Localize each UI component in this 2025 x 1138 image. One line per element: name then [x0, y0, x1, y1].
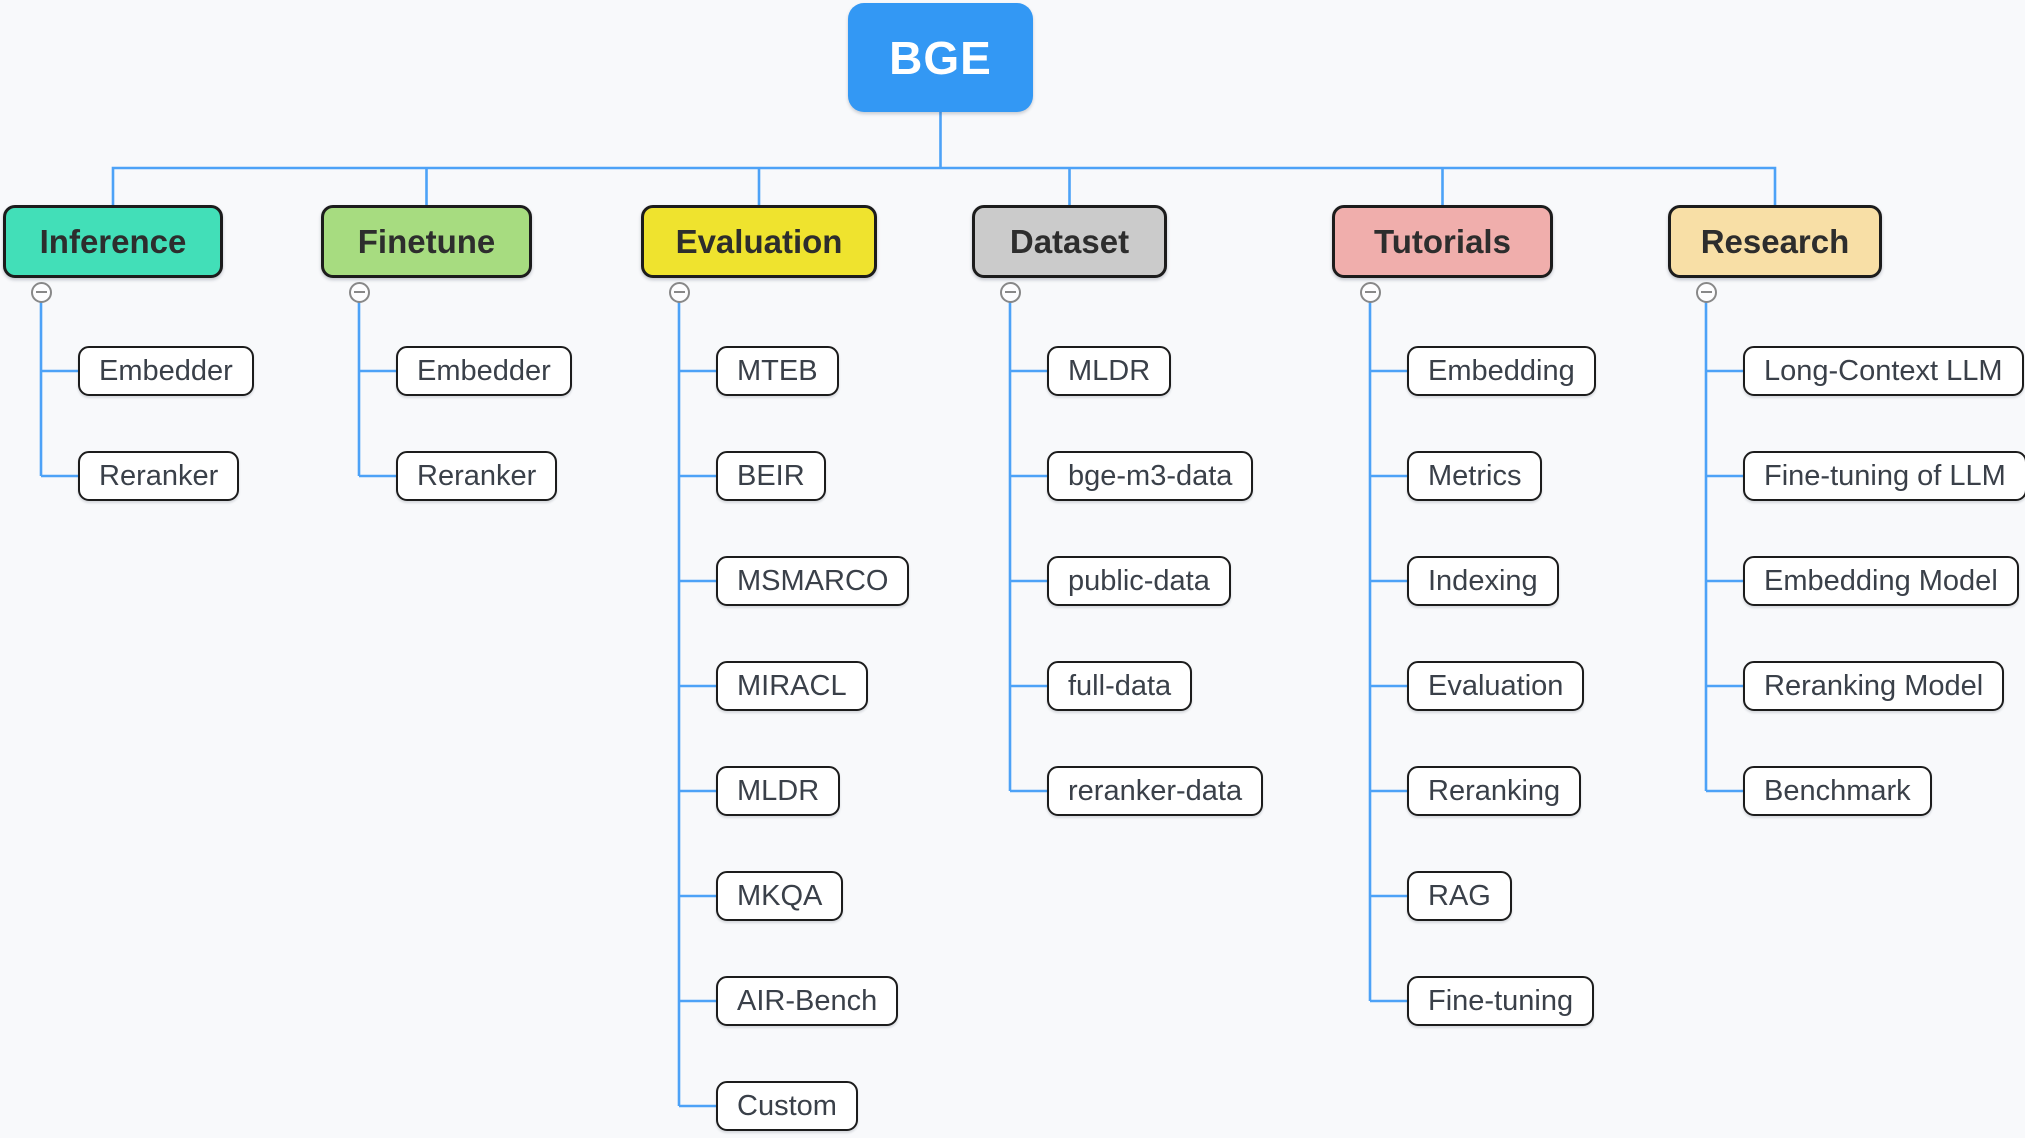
minus-icon [673, 291, 685, 293]
child-node[interactable]: MIRACL [716, 661, 868, 711]
branch-node[interactable]: Research [1668, 205, 1882, 278]
collapse-button[interactable] [30, 281, 52, 303]
collapse-button[interactable] [1359, 281, 1381, 303]
child-node[interactable]: Reranking Model [1743, 661, 2005, 711]
child-node[interactable]: reranker-data [1047, 766, 1264, 816]
collapse-button[interactable] [999, 281, 1021, 303]
child-node[interactable]: full-data [1047, 661, 1193, 711]
branch-node[interactable]: Inference [3, 205, 223, 278]
minus-icon [1700, 291, 1712, 293]
child-node[interactable]: bge-m3-data [1047, 451, 1254, 501]
child-node[interactable]: RAG [1407, 871, 1512, 921]
child-node[interactable]: Custom [716, 1081, 858, 1131]
collapse-button[interactable] [1695, 281, 1717, 303]
minus-icon [1004, 291, 1016, 293]
child-node[interactable]: Embedding [1407, 346, 1596, 396]
child-node[interactable]: BEIR [716, 451, 826, 501]
child-node[interactable]: MTEB [716, 346, 839, 396]
child-node[interactable]: Embedding Model [1743, 556, 2019, 606]
collapse-button[interactable] [348, 281, 370, 303]
branch-node[interactable]: Finetune [321, 205, 532, 278]
child-node[interactable]: Evaluation [1407, 661, 1585, 711]
child-node[interactable]: Fine-tuning of LLM [1743, 451, 2025, 501]
child-node[interactable]: Indexing [1407, 556, 1559, 606]
child-node[interactable]: Metrics [1407, 451, 1543, 501]
child-node[interactable]: Reranking [1407, 766, 1582, 816]
child-node[interactable]: public-data [1047, 556, 1231, 606]
child-node[interactable]: Long-Context LLM [1743, 346, 2024, 396]
collapse-button[interactable] [668, 281, 690, 303]
child-node[interactable]: Reranker [396, 451, 558, 501]
child-node[interactable]: Reranker [78, 451, 240, 501]
child-node[interactable]: Embedder [78, 346, 254, 396]
child-node[interactable]: MLDR [716, 766, 841, 816]
child-node[interactable]: Embedder [396, 346, 572, 396]
branch-node[interactable]: Evaluation [641, 205, 877, 278]
root-node[interactable]: BGE [848, 3, 1033, 112]
child-node[interactable]: MKQA [716, 871, 844, 921]
minus-icon [353, 291, 365, 293]
branch-node[interactable]: Tutorials [1332, 205, 1553, 278]
child-node[interactable]: Fine-tuning [1407, 976, 1595, 1026]
child-node[interactable]: Benchmark [1743, 766, 1932, 816]
branch-node[interactable]: Dataset [972, 205, 1167, 278]
minus-icon [35, 291, 47, 293]
child-node[interactable]: AIR-Bench [716, 976, 899, 1026]
child-node[interactable]: MLDR [1047, 346, 1172, 396]
minus-icon [1364, 291, 1376, 293]
child-node[interactable]: MSMARCO [716, 556, 910, 606]
